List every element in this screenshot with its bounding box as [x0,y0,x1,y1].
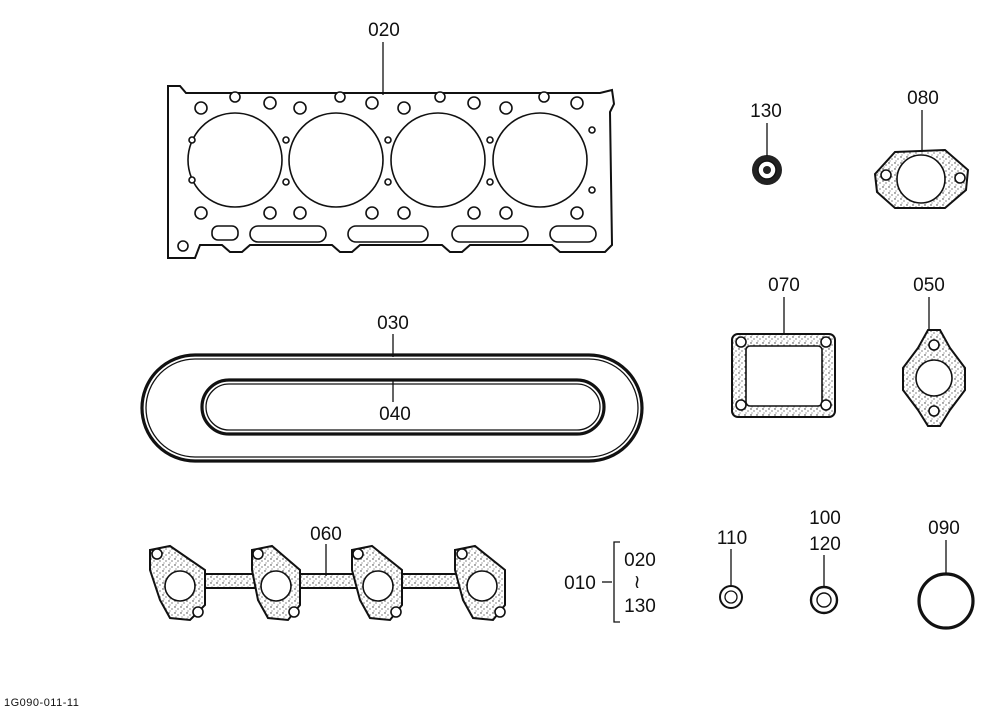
gasket-bolt-holes [177,91,596,252]
callout-020: 020 [368,20,400,41]
figure-code: 1G090-011-11 [4,697,79,709]
flange-gasket-080 [873,148,970,209]
leader-lines [325,42,947,623]
kit-range-from: 020 [624,550,656,571]
callout-070: 070 [768,275,800,296]
kit-contents-bracket: 010 020 ≀ 130 [564,550,656,617]
flange-gasket-050 [902,329,966,427]
washer-110 [719,585,743,609]
callout-040: 040 [379,404,411,425]
callout-050: 050 [913,275,945,296]
washer-100-120 [809,585,839,615]
callout-030: 030 [377,313,409,334]
kit-number: 010 [564,573,596,594]
kit-range-to: 130 [624,596,656,617]
rocker-cover-gasket-outer [140,353,644,463]
cylinder-head-gasket [167,85,616,259]
gasket-water-slots [211,225,597,243]
square-gasket-070 [731,333,836,418]
callout-130: 130 [750,101,782,122]
callout-080: 080 [907,88,939,109]
callout-120: 120 [809,534,841,555]
callout-060: 060 [310,524,342,545]
callout-100: 100 [809,508,841,529]
callout-labels: 020 030 040 060 130 080 070 050 110 100 … [310,20,960,555]
o-ring-090 [917,572,975,630]
rocker-cover-gasket-inner [200,378,606,436]
kit-range-symbol: ≀ [633,572,640,593]
callout-110: 110 [717,528,747,549]
exhaust-manifold-gasket [149,544,506,622]
valve-stem-seal [752,155,782,185]
callout-090: 090 [928,518,960,539]
